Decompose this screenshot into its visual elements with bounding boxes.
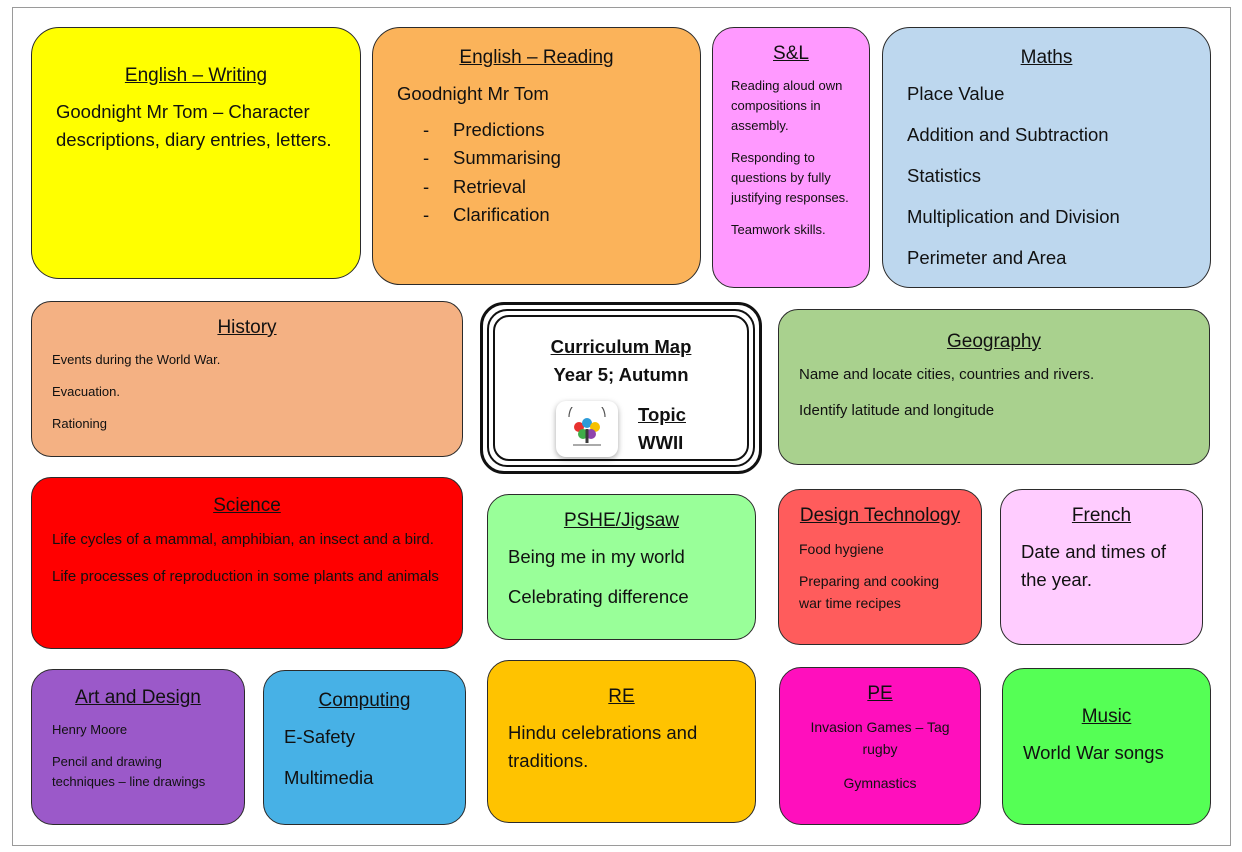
english-writing-text: Goodnight Mr Tom – Character description… — [56, 100, 332, 150]
music-card: Music World War songs — [1002, 668, 1211, 825]
maths-card: Maths Place Value Addition and Subtracti… — [882, 27, 1211, 288]
topic-label: Topic — [638, 404, 686, 425]
history-card: History Events during the World War. Eva… — [31, 301, 463, 457]
music-title: Music — [1081, 706, 1132, 727]
history-title: History — [217, 317, 277, 338]
french-title: French — [1071, 505, 1132, 526]
pe-title: PE — [867, 683, 893, 704]
speaking-listening-title: S&L — [773, 43, 809, 64]
english-reading-list: Predictions Summarising Retrieval Clarif… — [423, 116, 676, 230]
list-item: Predictions — [423, 116, 676, 145]
list-item: Addition and Subtraction — [907, 123, 1109, 145]
english-reading-book: Goodnight Mr Tom — [397, 82, 549, 104]
list-item: Clarification — [423, 201, 676, 230]
science-card: Science Life cycles of a mammal, amphibi… — [31, 477, 463, 649]
geography-title: Geography — [946, 331, 1041, 352]
list-item: Retrieval — [423, 173, 676, 202]
topic-value: WWII — [638, 432, 684, 453]
list-item: Multiplication and Division — [907, 205, 1120, 227]
design-technology-title: Design Technology — [799, 505, 961, 526]
art-design-title: Art and Design — [75, 687, 201, 708]
list-item: Name and locate cities, countries and ri… — [799, 365, 1095, 383]
list-item: E-Safety — [284, 725, 355, 747]
speaking-listening-card: S&L Reading aloud own compositions in as… — [712, 27, 870, 288]
list-item: Life cycles of a mammal, amphibian, an i… — [52, 530, 434, 548]
list-item: Teamwork skills. — [731, 221, 826, 237]
list-item: Evacuation. — [52, 383, 120, 399]
curriculum-map-title: Curriculum Map — [550, 336, 692, 357]
list-item: Multimedia — [284, 766, 374, 788]
pshe-card: PSHE/Jigsaw Being me in my world Celebra… — [487, 494, 756, 640]
pshe-title: PSHE/Jigsaw — [563, 510, 680, 531]
re-card: RE Hindu celebrations and traditions. — [487, 660, 756, 823]
design-technology-card: Design Technology Food hygiene Preparing… — [778, 489, 982, 645]
list-item: Being me in my world — [508, 545, 685, 567]
list-item: Pencil and drawing techniques – line dra… — [52, 753, 206, 789]
art-design-card: Art and Design Henry Moore Pencil and dr… — [31, 669, 245, 825]
curriculum-map-border: Curriculum Map Year 5; Autumn — [487, 309, 755, 467]
list-item: Henry Moore — [52, 721, 128, 737]
computing-title: Computing — [318, 690, 411, 711]
re-text: Hindu celebrations and traditions. — [508, 721, 698, 771]
topic-block: Topic WWII — [638, 401, 686, 457]
list-item: Food hygiene — [799, 540, 884, 557]
curriculum-year: Year 5; Autumn — [553, 364, 689, 385]
english-writing-card: English – Writing Goodnight Mr Tom – Cha… — [31, 27, 361, 279]
maths-title: Maths — [1020, 47, 1073, 68]
geography-card: Geography Name and locate cities, countr… — [778, 309, 1210, 465]
list-item: Preparing and cooking war time recipes — [799, 572, 940, 611]
list-item: Gymnastics — [843, 774, 917, 791]
page-frame — [12, 7, 1231, 846]
science-title: Science — [213, 495, 281, 516]
list-item: Perimeter and Area — [907, 246, 1067, 268]
list-item: Life processes of reproduction in some p… — [52, 567, 439, 585]
list-item: Statistics — [907, 164, 982, 186]
list-item: Summarising — [423, 144, 676, 173]
list-item: Place Value — [907, 82, 1005, 104]
english-writing-title: English – Writing — [124, 65, 268, 86]
re-title: RE — [608, 686, 635, 707]
list-item: Celebrating difference — [508, 585, 689, 607]
curriculum-map-card: Curriculum Map Year 5; Autumn — [480, 302, 762, 474]
list-item: Rationing — [52, 415, 107, 431]
pe-card: PE Invasion Games – Tag rugby Gymnastics — [779, 667, 981, 825]
french-text: Date and times of the year. — [1021, 540, 1166, 590]
list-item: Invasion Games – Tag rugby — [810, 718, 950, 757]
school-logo-icon — [556, 401, 619, 457]
list-item: Events during the World War. — [52, 351, 221, 367]
list-item: Reading aloud own compositions in assemb… — [731, 77, 843, 133]
list-item: Identify latitude and longitude — [799, 401, 995, 419]
english-reading-card: English – Reading Goodnight Mr Tom Predi… — [372, 27, 701, 285]
computing-card: Computing E-Safety Multimedia — [263, 670, 466, 825]
music-text: World War songs — [1023, 741, 1164, 763]
french-card: French Date and times of the year. — [1000, 489, 1203, 645]
topic-row: Topic WWII — [505, 401, 737, 457]
list-item: Responding to questions by fully justify… — [731, 149, 849, 205]
curriculum-map-content: Curriculum Map Year 5; Autumn — [493, 315, 749, 461]
english-reading-title: English – Reading — [459, 47, 614, 68]
